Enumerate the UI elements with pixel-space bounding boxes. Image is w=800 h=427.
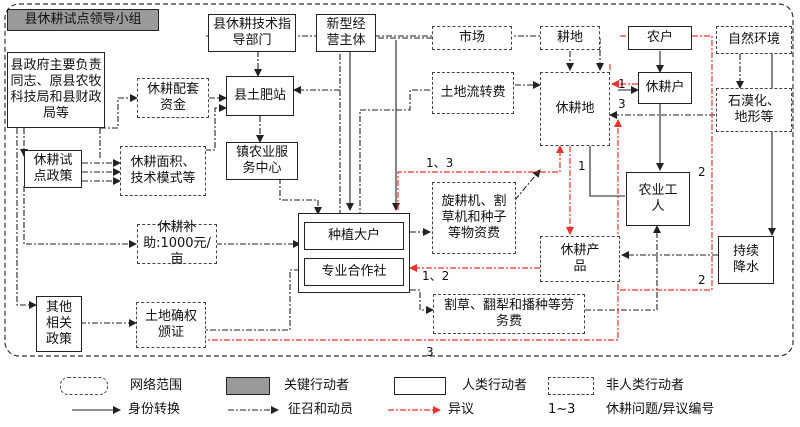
legend-issue-label: 休耕问题/异议编号 [606,402,715,417]
leading-group-node: 县休耕试点领导小组 [7,9,159,31]
tech-dept-node: 县休耕技术指导部门 [208,14,296,52]
issue-num-product: 2 [698,273,706,287]
fallow-household-node: 休耕户 [638,72,692,104]
farmland-node: 耕地 [540,26,600,50]
pilot-policy-label: 休耕试点政策 [33,153,73,184]
issue-num-household: 3 [618,97,626,111]
area-mode-label: 休耕面积、技术模式等 [130,155,196,186]
leading-group-label: 县休耕试点领导小组 [24,12,142,27]
nature-env-node: 自然环境 [716,26,792,54]
legend-nonhuman-label: 非人类行动者 [606,378,685,393]
farm-worker-label: 农业工人 [638,183,678,214]
farmer-label: 农户 [646,30,673,45]
subsidy-label: 休耕补助:1000元/亩 [143,220,211,267]
edge-officials-other [16,128,37,309]
legend-issue-range: 1~3 [548,402,576,417]
issue-num-farmer: 1 [618,77,626,91]
fallow-product-node: 休耕产品 [540,236,620,282]
machinery-fee-label: 旋耕机、割草机和种子等物资费 [441,194,507,241]
land-transfer-fee-label: 土地流转费 [440,85,506,100]
land-cert-node: 土地确权颁证 [136,302,206,348]
legend-network-label: 网络范围 [130,378,183,393]
support-fund-label: 休耕配套资金 [146,82,199,113]
machinery-fee-node: 旋耕机、割草机和种子等物资费 [432,182,516,254]
cooperative-label: 专业合作社 [321,264,387,279]
land-transfer-fee-node: 土地流转费 [432,72,514,114]
other-policy-node: 其他相关政策 [36,296,82,352]
county-officials-label: 县政府主要负责同志、原县农牧科技局和县财政局等 [10,58,102,121]
edge-policy-subsidy [23,186,137,248]
land-cert-label: 土地确权颁证 [144,309,197,340]
big-grower-label: 种植大户 [327,228,380,243]
new-entity-label: 新型经营主体 [326,17,366,48]
fallow-land-label: 休耕地 [555,101,595,116]
tech-dept-label: 县休耕技术指导部门 [213,17,292,48]
network-boundary [4,3,794,357]
nature-env-label: 自然环境 [727,32,780,47]
cooperative-node: 专业合作社 [304,258,404,286]
sustain-decrease-label: 持续降水 [732,244,759,275]
issue-num-household-2: 2 [698,165,706,179]
farm-worker-node: 农业工人 [626,172,690,226]
issue-num-center: 1、3 [426,156,454,170]
issue-num-coop: 1、2 [422,269,450,283]
market-node: 市场 [432,26,512,50]
edge-officials-fund [100,94,138,129]
legend-key-swatch [226,377,270,395]
farmer-node: 农户 [628,26,692,50]
area-mode-node: 休耕面积、技术模式等 [120,146,206,196]
issue-num-mid: 1 [578,159,586,173]
legend-identity-label: 身份转换 [128,402,181,417]
labor-fee-label: 割草、翻犁和播种等劳务费 [443,298,574,329]
legend-human-label: 人类行动者 [462,378,528,393]
legend-dissent-label: 异议 [448,402,475,417]
support-fund-node: 休耕配套资金 [137,78,209,118]
fallow-product-label: 休耕产品 [560,243,600,274]
new-entity-node: 新型经营主体 [316,14,376,52]
legend-nonhuman-swatch [548,377,594,395]
big-grower-node: 种植大户 [304,222,404,250]
issue-num-bottom: 3 [426,345,434,359]
labor-fee-node: 割草、翻犁和播种等劳务费 [433,294,585,334]
legend-human-swatch [394,377,446,395]
desertification-node: 石漠化、地形等 [716,88,792,132]
county-officials-node: 县政府主要负责同志、原县农牧科技局和县财政局等 [7,52,105,128]
fertilizer-station-label: 县土肥站 [233,88,286,103]
market-label: 市场 [458,30,485,45]
farmland-label: 耕地 [556,30,583,45]
other-policy-label: 其他相关政策 [45,300,72,347]
legend-key-label: 关键行动者 [284,378,350,393]
town-center-label: 镇农业服务中心 [235,145,288,176]
fallow-household-label: 休耕户 [645,80,685,95]
legend-enroll-label: 征召和动员 [288,402,354,417]
fallow-land-node: 休耕地 [540,72,610,146]
town-center-node: 镇农业服务中心 [226,142,298,180]
subsidy-node: 休耕补助:1000元/亩 [137,220,217,267]
sustain-decrease-node: 持续降水 [718,236,774,284]
fertilizer-station-node: 县土肥站 [226,76,294,116]
pilot-policy-node: 休耕试点政策 [24,150,82,188]
desertification-label: 石漠化、地形等 [727,94,780,125]
legend-network-swatch [60,377,108,395]
